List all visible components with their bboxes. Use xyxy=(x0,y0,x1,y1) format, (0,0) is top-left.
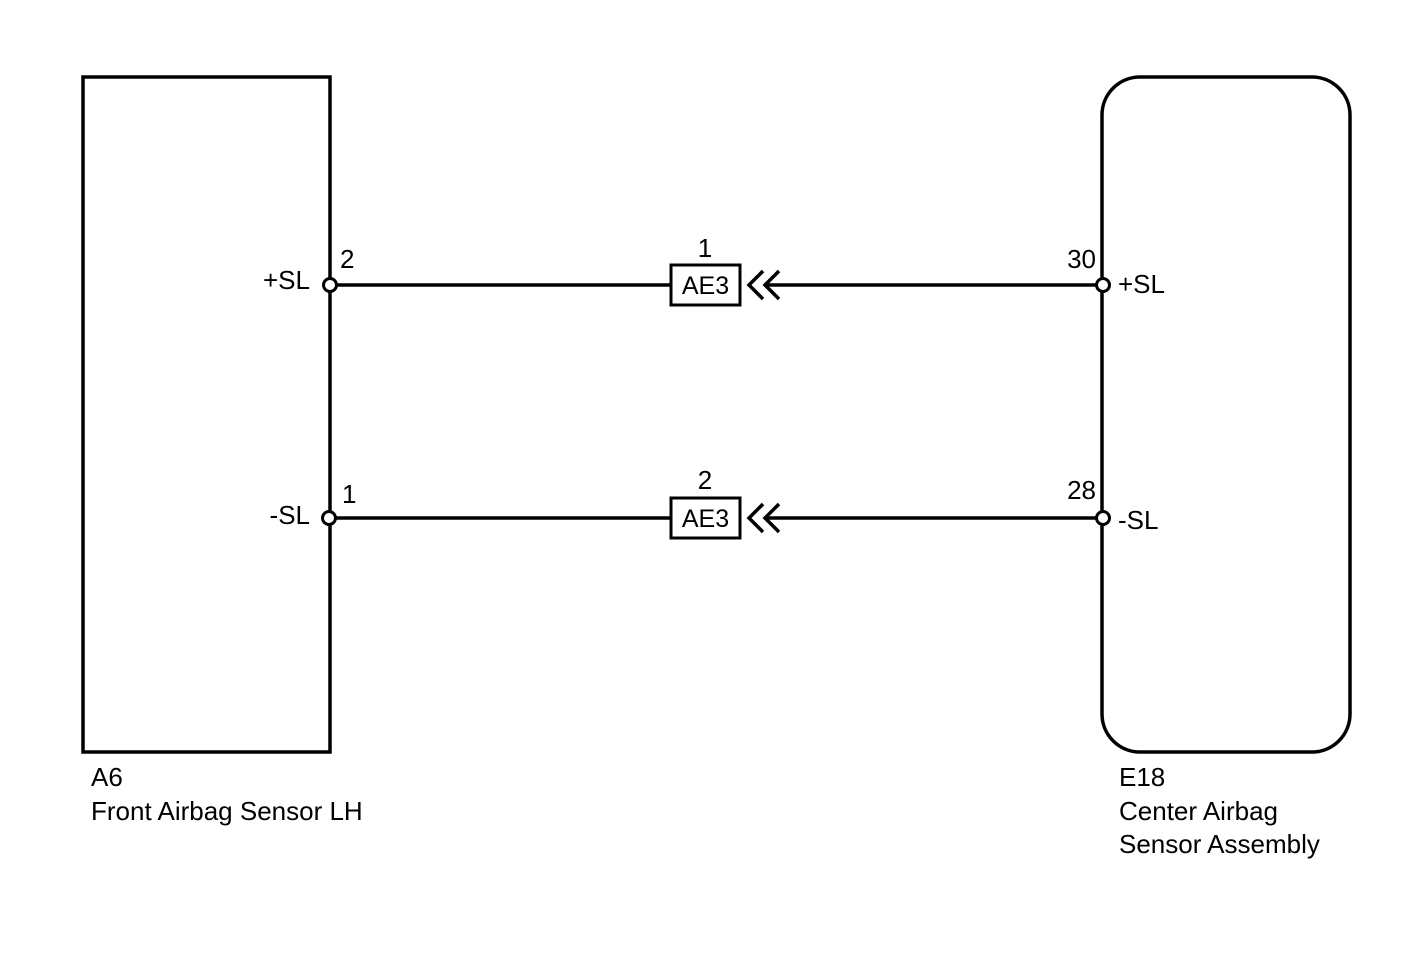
component-a6: A6 Front Airbag Sensor LH xyxy=(81,75,363,826)
left-pin-1: 1 xyxy=(342,479,356,509)
circuit-plus-sl: +SL 2 30 +SL AE3 1 xyxy=(263,233,1165,307)
connector-ae3-label-1: AE3 xyxy=(682,272,729,300)
component-e18-box xyxy=(1100,75,1352,754)
left-signal-plus-sl: +SL xyxy=(263,265,310,295)
component-e18: E18 Center Airbag Sensor Assembly xyxy=(1100,75,1352,859)
connector-ae3-label-2: AE3 xyxy=(682,505,729,533)
terminal-a6-pin-1 xyxy=(321,510,337,526)
connector-ae3-box-1 xyxy=(669,263,742,307)
terminal-e18-pin-30 xyxy=(1095,277,1111,293)
right-pin-28: 28 xyxy=(1067,475,1096,505)
connector-chevron-icon-2 xyxy=(746,502,781,534)
connector-ae3-pin-1: 1 xyxy=(698,233,712,263)
circuit-minus-sl: -SL 1 28 -SL AE3 2 xyxy=(270,465,1158,540)
component-a6-box xyxy=(81,75,332,754)
right-pin-30: 30 xyxy=(1067,244,1096,274)
connector-chevron-icon-1 xyxy=(746,269,781,301)
component-a6-name: Front Airbag Sensor LH xyxy=(91,796,363,826)
left-pin-2: 2 xyxy=(340,244,354,274)
connector-ae3-pin-2: 2 xyxy=(698,465,712,495)
connector-ae3-box-2 xyxy=(669,496,742,540)
component-e18-name-line2: Sensor Assembly xyxy=(1119,829,1320,859)
terminal-a6-pin-2 xyxy=(322,277,338,293)
right-signal-plus-sl: +SL xyxy=(1118,269,1165,299)
left-signal-minus-sl: -SL xyxy=(270,500,310,530)
component-a6-code: A6 xyxy=(91,762,123,792)
component-e18-name-line1: Center Airbag xyxy=(1119,796,1278,826)
terminal-e18-pin-28 xyxy=(1095,510,1111,526)
component-e18-code: E18 xyxy=(1119,762,1165,792)
right-signal-minus-sl: -SL xyxy=(1118,505,1158,535)
